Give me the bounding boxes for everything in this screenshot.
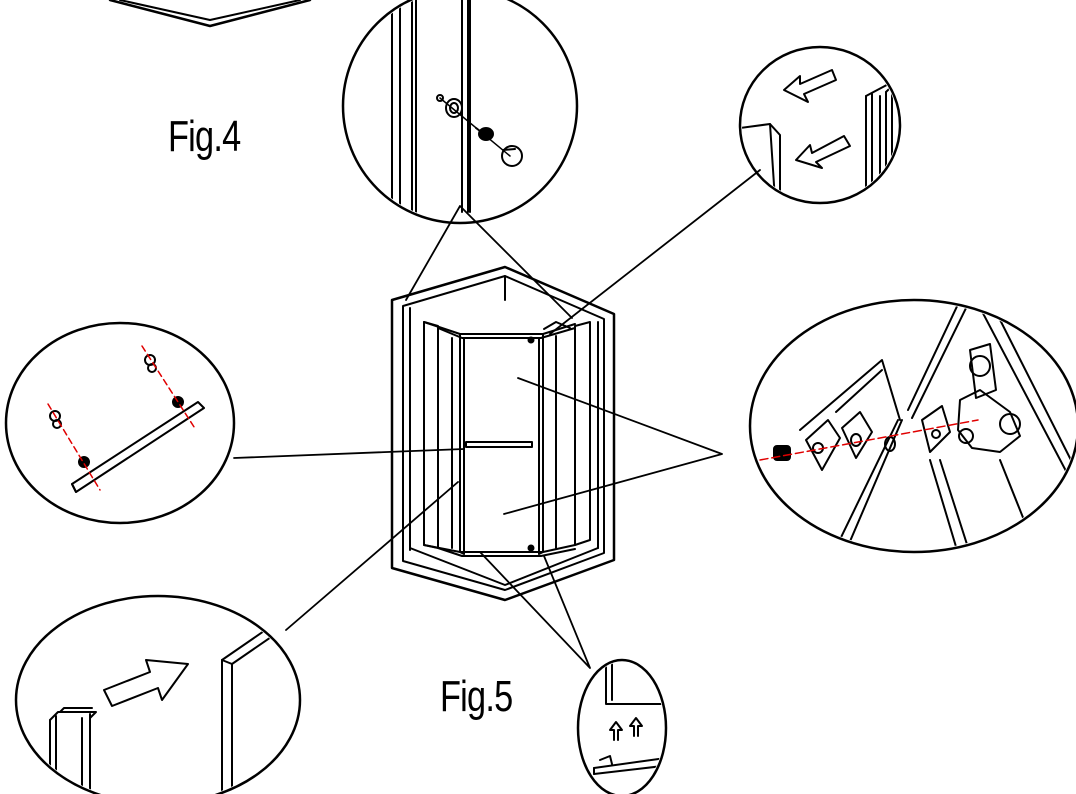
cap-icon (501, 145, 523, 167)
arrow-icon (609, 721, 623, 741)
fig4-detail-circle (341, 0, 579, 225)
handle-detail-circle (4, 321, 236, 525)
screw-icon (49, 354, 184, 468)
arrow-icon (783, 69, 837, 103)
arrow-icon (629, 717, 643, 737)
hinge-detail-circle (748, 298, 1076, 554)
washer-icon (841, 411, 873, 459)
top-panel-corner (108, 0, 312, 28)
fig4-label: Fig.4 (168, 112, 241, 161)
screw-icon (773, 445, 791, 461)
washer-icon (805, 419, 841, 471)
arrow-icon (795, 135, 851, 169)
hinge-icon (921, 343, 1021, 453)
shower-enclosure (390, 265, 616, 602)
bottom-seal-detail-circle (576, 658, 668, 794)
side-seal-detail-circle (14, 594, 302, 794)
fig5-label: Fig.5 (440, 672, 513, 721)
washer-icon (445, 98, 463, 118)
screw-icon (475, 127, 494, 141)
leader-lines (233, 169, 761, 669)
seal-profile-detail-circle (738, 45, 902, 205)
arrow-icon (103, 659, 189, 707)
